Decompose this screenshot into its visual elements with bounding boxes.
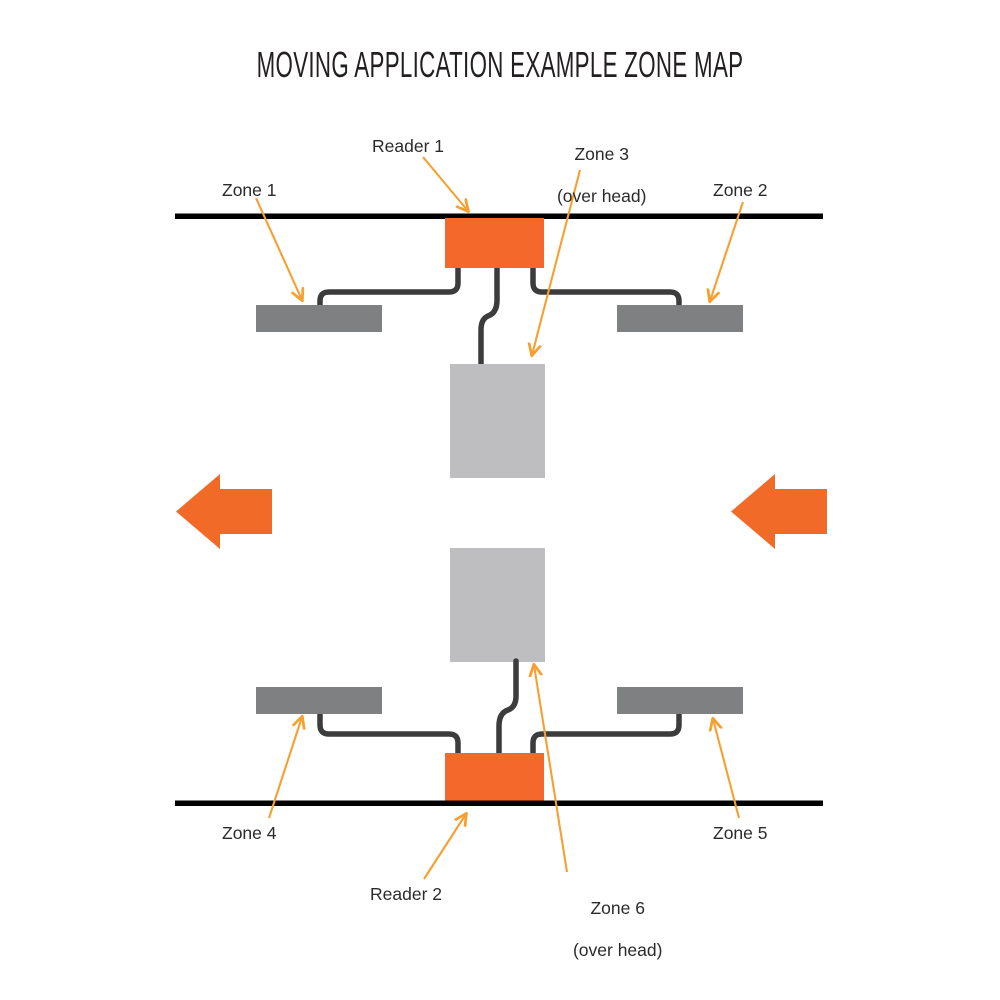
leader-zone-1 (255, 197, 302, 300)
leader-reader-1 (422, 156, 468, 211)
reader-1-device[interactable] (445, 218, 544, 268)
label-reader-2: Reader 2 (370, 884, 442, 904)
reader-2-device[interactable] (445, 753, 544, 803)
bottom-boundary-line (175, 800, 823, 806)
leader-zone-3 (532, 169, 582, 355)
leader-zone-2 (710, 201, 744, 301)
antenna-zone-1[interactable] (256, 305, 382, 332)
label-zone-5: Zone 5 (713, 823, 768, 843)
antenna-zone-2[interactable] (617, 305, 743, 332)
page-title: MOVING APPLICATION EXAMPLE ZONE MAP (256, 44, 744, 85)
direction-arrow-left (176, 474, 272, 549)
label-zone-2: Zone 2 (713, 180, 768, 200)
label-zone-6: Zone 6 (over head) (525, 877, 691, 982)
top-boundary-line (175, 213, 823, 219)
label-zone-3-line1: Zone 3 (574, 144, 629, 164)
label-reader-1: Reader 1 (372, 136, 444, 156)
overhead-antenna-zone-6[interactable] (450, 548, 545, 662)
label-zone-3: Zone 3 (over head) (509, 123, 675, 228)
cable-reader1-to-zone3 (478, 265, 500, 368)
cable-reader2-to-zone4 (317, 711, 461, 761)
label-zone-1: Zone 1 (222, 180, 277, 200)
cable-reader2-to-zone5 (530, 711, 682, 761)
cable-reader1-to-zone1 (317, 265, 461, 315)
leader-zone-6 (534, 665, 569, 873)
antenna-zone-5[interactable] (617, 687, 743, 714)
cable-reader1-to-zone2 (530, 265, 682, 315)
cable-reader2-to-zone6 (496, 658, 519, 761)
label-zone-6-line1: Zone 6 (590, 898, 645, 918)
overhead-antenna-zone-3[interactable] (450, 364, 545, 478)
leader-zone-5 (713, 719, 741, 819)
leader-reader-2 (423, 814, 466, 880)
label-zone-3-line2: (over head) (556, 186, 647, 206)
label-zone-4: Zone 4 (222, 823, 277, 843)
direction-arrow-right (731, 474, 827, 549)
antenna-zone-4[interactable] (256, 687, 382, 714)
leader-zone-4 (268, 717, 302, 819)
label-zone-6-line2: (over head) (572, 940, 663, 960)
